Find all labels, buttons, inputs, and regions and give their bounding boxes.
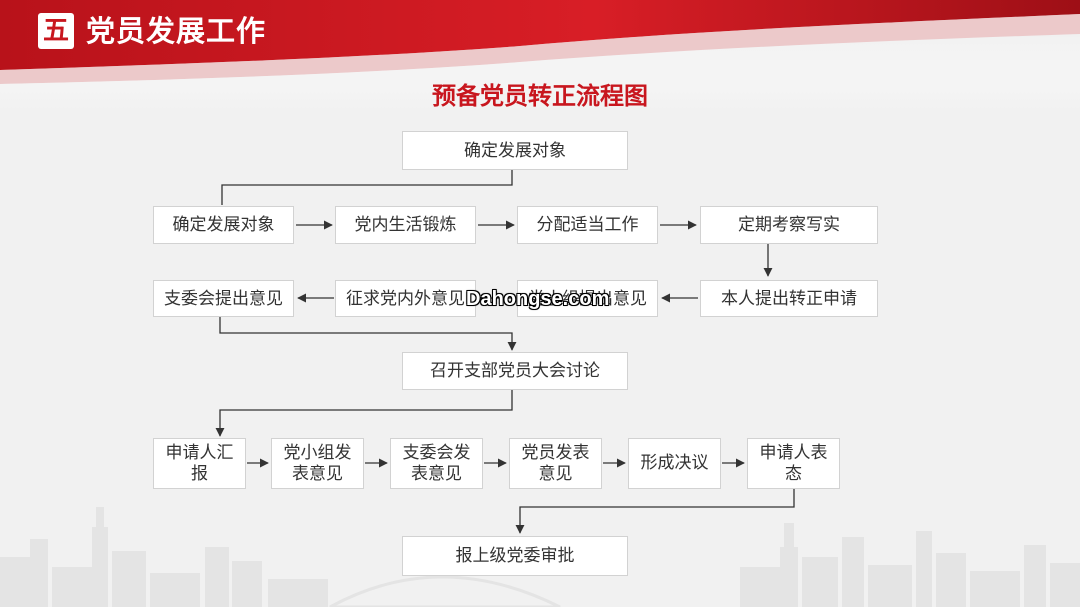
connector-top-to-row1 <box>221 170 513 205</box>
node-assign-work: 分配适当工作 <box>517 206 658 244</box>
node-confirm-development-target: 确定发展对象 <box>153 206 294 244</box>
section-title: 党员发展工作 <box>86 14 267 48</box>
node-members-statement: 党员发表意见 <box>509 438 602 489</box>
header-banner <box>0 0 1080 110</box>
node-branch-committee-statement: 支委会发表意见 <box>390 438 483 489</box>
node-applicant-attitude: 申请人表态 <box>747 438 840 489</box>
section-number-badge: 五 <box>38 13 74 49</box>
node-party-life-training: 党内生活锻炼 <box>335 206 476 244</box>
node-report-to-superior: 报上级党委审批 <box>402 536 628 576</box>
node-form-resolution: 形成决议 <box>628 438 721 489</box>
connector-r2-to-meeting <box>219 317 517 351</box>
watermark-text: Dahongse.com <box>466 288 610 310</box>
diagram-title: 预备党员转正流程图 <box>432 82 648 110</box>
node-confirm-development-target-top: 确定发展对象 <box>402 131 628 170</box>
node-regular-inspection: 定期考察写实 <box>700 206 878 244</box>
city-skyline-decoration <box>0 507 1080 607</box>
node-branch-committee-opinion: 支委会提出意见 <box>153 280 294 317</box>
connector-meeting-to-r3 <box>215 390 513 437</box>
node-solicit-opinions: 征求党内外意见 <box>335 280 476 317</box>
node-branch-general-meeting: 召开支部党员大会讨论 <box>402 352 628 390</box>
node-party-group-opinion: 党小组提出意见 <box>517 280 658 317</box>
node-party-group-statement: 党小组发表意见 <box>271 438 364 489</box>
node-applicant-report: 申请人汇报 <box>153 438 246 489</box>
connector-r3-to-final <box>515 489 795 534</box>
node-apply-for-regularization: 本人提出转正申请 <box>700 280 878 317</box>
